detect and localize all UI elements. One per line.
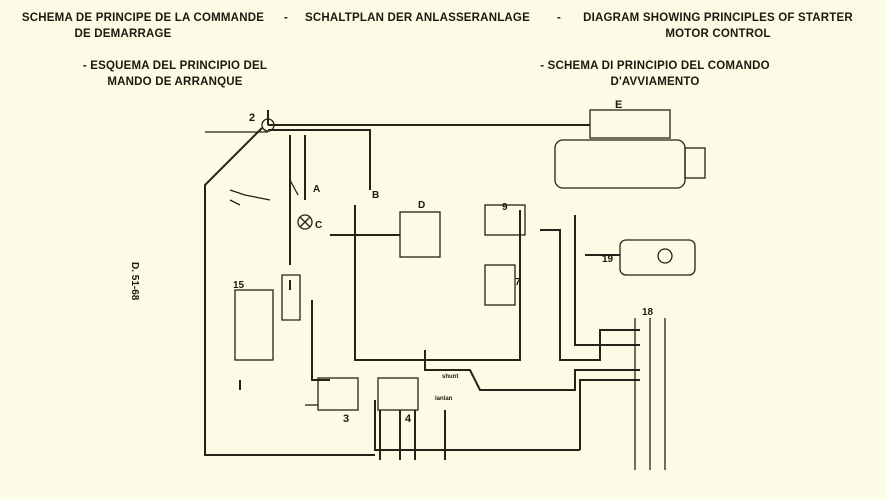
- title-english-line1: DIAGRAM SHOWING PRINCIPLES OF STARTER: [583, 12, 853, 24]
- reference-code: D. 51-68: [129, 262, 140, 301]
- label-shunt: shunt: [442, 374, 458, 380]
- wires: [204, 110, 640, 460]
- switch-A: A: [289, 179, 320, 196]
- title-spanish-line2: MANDO DE ARRANQUE: [107, 76, 243, 88]
- title-spanish-line1: - ESQUEMA DEL PRINCIPIO DEL: [82, 60, 268, 72]
- component-7: 7: [484, 264, 521, 306]
- label-4: 4: [405, 413, 412, 425]
- label-9: 9: [502, 202, 508, 213]
- label-E: E: [615, 99, 622, 111]
- title-italian-line2: D'AVVIAMENTO: [610, 76, 700, 88]
- label-2: 2: [249, 112, 255, 124]
- component-15: 15: [233, 274, 301, 361]
- lamp-C: C: [297, 214, 322, 231]
- label-7: 7: [515, 277, 521, 288]
- separator: -: [557, 12, 562, 24]
- relay-3: 3: [305, 377, 359, 425]
- ignition-switch: 2: [229, 112, 275, 206]
- label-D: D: [418, 200, 425, 211]
- title-german: SCHALTPLAN DER ANLASSERANLAGE: [305, 12, 530, 24]
- component-9: 9: [484, 202, 526, 236]
- label-15: 15: [233, 280, 245, 291]
- relay-4: 4: [377, 377, 419, 425]
- separator: -: [284, 12, 289, 24]
- title-italian: - SCHEMA DI PRINCIPIO DEL COMANDO D'AVVI…: [535, 58, 775, 90]
- title-italian-line1: - SCHEMA DI PRINCIPIO DEL COMANDO: [540, 60, 770, 72]
- title-spanish: - ESQUEMA DEL PRINCIPIO DEL MANDO DE ARR…: [70, 58, 280, 90]
- connector-18: 18: [634, 307, 666, 470]
- label-A: A: [313, 184, 320, 195]
- title-english: DIAGRAM SHOWING PRINCIPLES OF STARTER MO…: [578, 10, 858, 42]
- label-lower: lanlan: [435, 396, 453, 402]
- starter-motor: E: [554, 99, 706, 189]
- label-18: 18: [642, 307, 654, 318]
- title-french-line2: DE DEMARRAGE: [74, 28, 172, 40]
- relay-D: D: [399, 200, 441, 258]
- label-B: B: [372, 190, 379, 201]
- title-french: SCHEMA DE PRINCIPE DE LA COMMANDE DE DEM…: [8, 10, 278, 42]
- label-3: 3: [343, 413, 349, 425]
- title-english-line2: MOTOR CONTROL: [665, 28, 771, 40]
- label-C: C: [315, 220, 322, 231]
- title-french-line1: SCHEMA DE PRINCIPE DE LA COMMANDE: [21, 12, 265, 24]
- component-19: 19: [602, 239, 696, 276]
- label-19: 19: [602, 254, 614, 265]
